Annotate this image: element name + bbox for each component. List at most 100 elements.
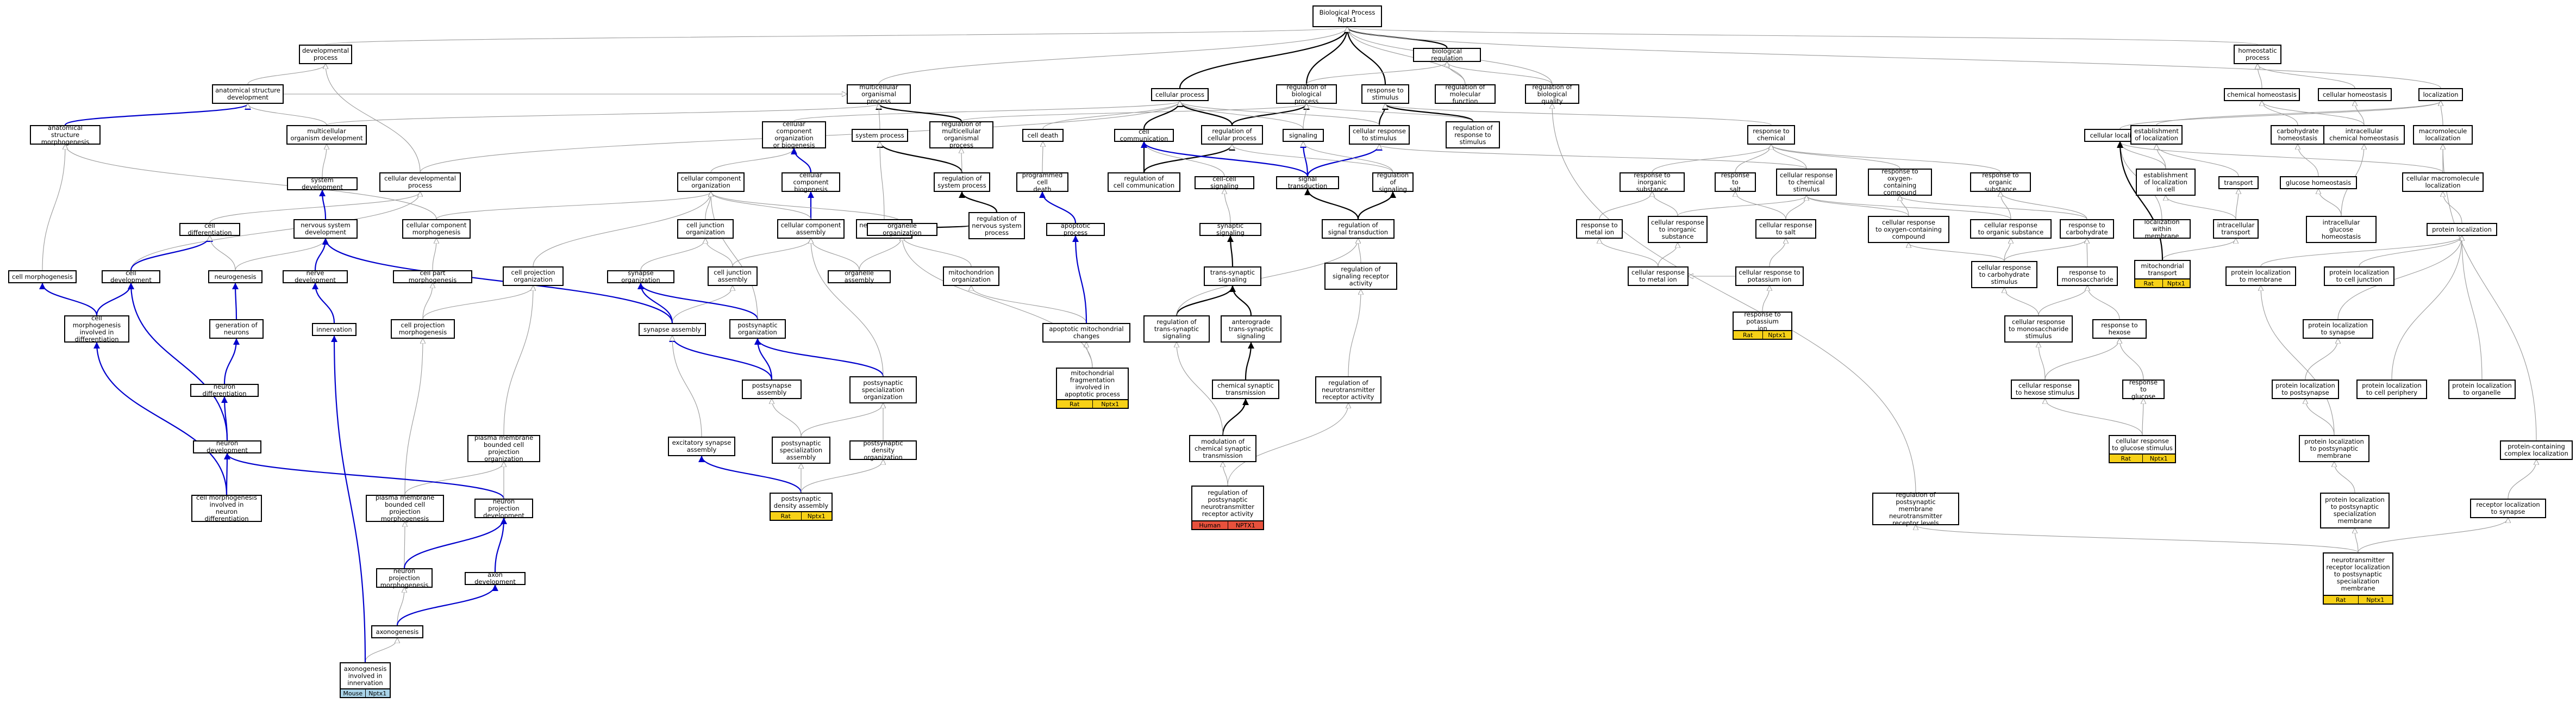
go-term-cresp[interactable]: cellular response to stimulus [1349,125,1410,145]
go-term-modsyn[interactable]: modulation of chemical synaptic transmis… [1189,435,1256,462]
go-term-regmf[interactable]: regulation of molecular function [1435,83,1496,104]
go-term-pmbcpm[interactable]: plasma membrane bounded cell projection … [366,494,444,523]
go-term-regresp[interactable]: regulation of response to stimulus [1446,121,1500,148]
go-term-pccl[interactable]: protein-containing complex localization [2500,440,2573,460]
go-term-crhex[interactable]: cellular response to hexose stimulus [2011,380,2079,399]
go-term-orgorg[interactable]: organelle organization [867,222,937,237]
go-term-cpmorph[interactable]: cell part morphogenesis [393,270,472,284]
go-term-rhex[interactable]: response to hexose [2092,319,2147,339]
go-term-asd[interactable]: anatomical structure development [212,84,284,104]
go-term-npd[interactable]: neuron projection development [474,497,533,519]
go-term-rorg[interactable]: response to organic substance [1970,171,2031,192]
go-term-ccassm[interactable]: cellular component assembly [777,219,845,239]
go-term-plocmem[interactable]: protein localization to membrane [2225,266,2296,286]
go-term-postsynassm[interactable]: postsynapse assembly [742,380,802,399]
go-term-crsalt[interactable]: cellular response to salt [1755,219,1816,239]
go-term-axondev[interactable]: axon development [465,571,526,586]
go-term-ccsig[interactable]: cell-cell signaling [1195,176,1254,190]
go-term-crmono[interactable]: cellular response to monosaccharide stim… [2004,315,2073,343]
go-term-neurdevn[interactable]: neuron development [193,440,261,454]
go-term-genneur[interactable]: generation of neurons [209,319,264,339]
go-term-innerv[interactable]: innervation [312,323,357,336]
go-term-plocorg[interactable]: protein localization to organelle [2448,380,2516,399]
go-term-mitoorg[interactable]: mitochondrion organization [943,266,999,286]
go-term-axinn[interactable]: axonogenesis involved in innervation [340,662,391,689]
go-term-respstim[interactable]: response to stimulus [1361,84,1409,104]
go-term-regsra[interactable]: regulation of signaling receptor activit… [1324,263,1397,290]
go-term-synsig[interactable]: synaptic signaling [1199,222,1261,237]
go-term-cjo[interactable]: cell junction organization [677,219,734,239]
go-term-macloc[interactable]: macromolecule localization [2413,125,2473,145]
go-term-rlocsyn[interactable]: receptor localization to synapse [2470,499,2546,518]
go-term-roxy[interactable]: response to oxygen-containing compound [1868,168,1932,196]
go-term-transport[interactable]: transport [2218,176,2259,189]
go-term-mitofrag[interactable]: mitochondrial fragmentation involved in … [1056,368,1129,400]
go-term-carbhomeo[interactable]: carbohydrate homeostasis [2271,125,2325,145]
go-term-plocpm[interactable]: protein localization to postsynaptic mem… [2299,435,2369,462]
go-term-regnta[interactable]: regulation of neurotransmitter receptor … [1315,376,1381,403]
go-term-breg[interactable]: biological regulation [1413,48,1481,62]
go-term-cmind[interactable]: cell morphogenesis involved in neuron di… [191,494,262,523]
go-term-orgassm[interactable]: organelle assembly [828,270,891,284]
go-term-cmacloc[interactable]: cellular macromolecule localization [2402,172,2484,192]
go-term-axonogen[interactable]: axonogenesis [371,625,423,638]
go-term-regbp[interactable]: regulation of biological process [1276,83,1337,104]
go-term-rmetal[interactable]: response to metal ion [1576,219,1623,239]
go-term-nervedev[interactable]: nerve development [283,270,348,284]
go-term-rmono[interactable]: response to monosaccharide [2057,266,2118,286]
go-term-pssa[interactable]: postsynaptic specialization assembly [772,437,830,464]
go-term-riis[interactable]: response to inorganic substance [1620,171,1685,192]
go-term-locmem[interactable]: localization within membrane [2133,218,2191,239]
go-term-crgluc[interactable]: cellular response to glucose stimulus [2109,435,2176,455]
go-term-homeo[interactable]: homeostatic process [2234,45,2281,64]
go-term-celldev[interactable]: cell development [102,270,160,284]
go-term-regcp[interactable]: regulation of cellular process [1201,125,1263,145]
go-term-crpot[interactable]: cellular response to potassium ion [1735,266,1804,286]
go-term-ccmorph[interactable]: cellular component morphogenesis [402,219,471,239]
go-term-plocperi[interactable]: protein localization to cell periphery [2356,380,2427,399]
go-term-rpot[interactable]: response to potassium ion [1733,310,1792,332]
go-term-croxy[interactable]: cellular response to oxygen-containing c… [1868,216,1949,243]
go-term-ccbio[interactable]: cellular component biogenesis [781,171,840,192]
go-term-regbq[interactable]: regulation of biological quality [1525,83,1579,104]
go-term-sigtrans[interactable]: signal transduction [1276,176,1339,190]
go-term-neurdiff[interactable]: neuron differentiation [190,383,259,397]
go-term-plocsyn[interactable]: protein localization to synapse [2303,319,2373,339]
go-term-regsig[interactable]: regulation of signaling [1372,171,1414,192]
go-term-ccob[interactable]: cellular component organization or bioge… [762,121,826,149]
go-term-cproc[interactable]: cellular process [1151,88,1209,101]
go-term-mod[interactable]: multicellular organism development [286,125,367,145]
go-term-asm[interactable]: anatomical structure morphogenesis [30,124,101,145]
go-term-signaling[interactable]: signaling [1283,129,1324,142]
go-term-nsd[interactable]: nervous system development [293,219,358,239]
go-term-celldeath[interactable]: cell death [1022,129,1064,142]
go-term-celcomm[interactable]: cell communication [1114,128,1174,142]
go-term-mitotrans[interactable]: mitochondrial transport [2134,260,2191,279]
go-term-cellmorph[interactable]: cell morphogenesis [8,270,77,283]
go-term-synassm[interactable]: synapse assembly [639,323,706,336]
go-term-chemsyn[interactable]: chemical synaptic transmission [1212,380,1279,399]
go-term-crorg[interactable]: cellular response to organic substance [1970,219,2052,239]
go-term-npm[interactable]: neuron projection morphogenesis [376,567,433,588]
go-term-estabcell[interactable]: establishment of localization in cell [2136,169,2196,196]
go-term-regcc[interactable]: regulation of cell communication [1108,172,1180,192]
go-term-transsyn[interactable]: trans-synaptic signaling [1204,266,1261,286]
go-term-ichemhomeo[interactable]: intracellular chemical homeostasis [2323,125,2405,145]
go-term-regsigtrans[interactable]: regulation of signal transduction [1322,219,1395,239]
go-term-crcarb[interactable]: cellular response to carbohydrate stimul… [1971,261,2037,288]
go-term-regnsp[interactable]: regulation of nervous system process [968,212,1025,239]
go-term-chemhomeo[interactable]: chemical homeostasis [2224,88,2300,101]
go-term-itrans[interactable]: intracellular transport [2213,219,2259,239]
go-term-pcd[interactable]: programmed cell death [1016,171,1068,192]
go-term-cellhomeo[interactable]: cellular homeostasis [2318,88,2392,101]
go-term-cpo[interactable]: cell projection organization [503,266,564,286]
go-term-mop[interactable]: multicellular organismal process [847,83,911,104]
go-term-regsysproc[interactable]: regulation of system process [934,172,990,192]
go-term-psso[interactable]: postsynaptic specialization organization [849,376,917,403]
go-term-synorg[interactable]: synapse organization [607,270,674,284]
go-term-devproc[interactable]: developmental process [299,45,352,64]
go-term-cmid[interactable]: cell morphogenesis involved in different… [64,315,129,343]
go-term-psda[interactable]: postsynaptic density assembly [770,493,833,512]
go-term-glucohomeo[interactable]: glucose homeostasis [2280,176,2357,189]
go-term-sysdev[interactable]: system development [287,177,358,191]
